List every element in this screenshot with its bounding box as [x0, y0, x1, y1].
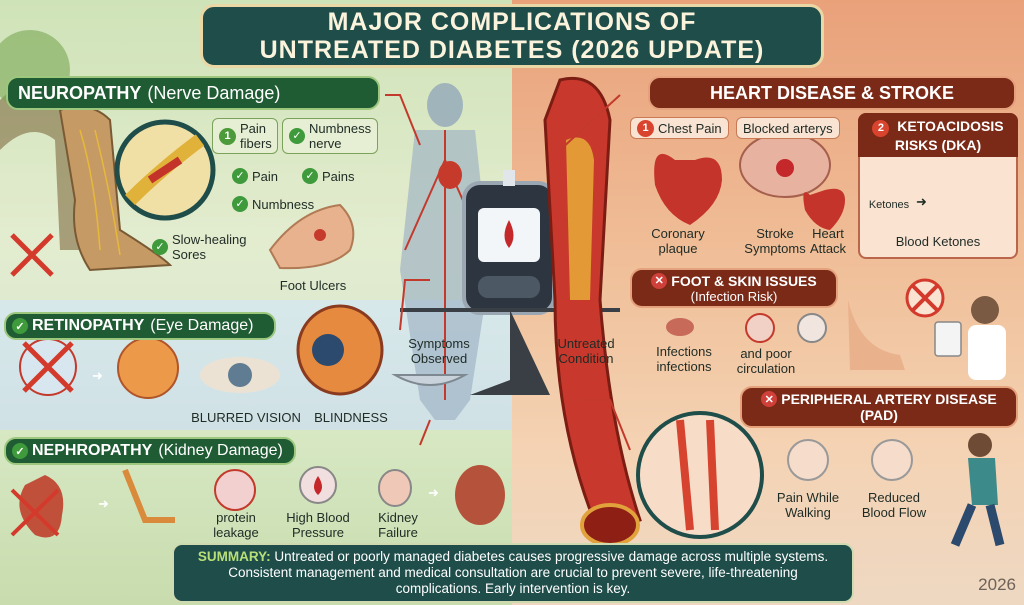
tag-label: Blocked arterys — [743, 120, 833, 136]
tag-label: Numbness nerve — [309, 121, 372, 151]
pad-title: PERIPHERAL ARTERY DISEASE — [781, 391, 997, 407]
tag-label: Chest Pain — [658, 120, 722, 136]
foot-skin-subtitle: (Infection Risk) — [690, 288, 778, 304]
heart-heading: HEART DISEASE & STROKE — [648, 76, 1016, 110]
nephropathy-subtitle: (Kidney Damage) — [158, 442, 283, 459]
arrow-icon: ➜ — [428, 485, 439, 500]
dka-title: KETOACIDOSIS RISKS (DKA) — [894, 118, 1004, 153]
nephropathy-title: NEPHROPATHY — [32, 442, 153, 459]
blurred-vision-label: BLURRED VISION — [191, 410, 301, 425]
neuropathy-title: NEUROPATHY — [18, 82, 142, 103]
check-icon: ✓ — [232, 196, 248, 212]
foot-skin-title: FOOT & SKIN ISSUES — [671, 272, 817, 289]
check-icon: ✓ — [232, 168, 248, 184]
year-label: 2026 — [978, 575, 1016, 594]
infections-label: Infections infections — [656, 344, 712, 374]
x-icon: ✕ — [651, 272, 668, 289]
arrow-icon: ➜ — [916, 194, 927, 209]
pain-walking-label: Pain While Walking — [776, 490, 840, 520]
chest-pain-tag: 1 Chest Pain — [630, 117, 729, 139]
check-label: Numbness — [252, 196, 315, 212]
blindness-label: BLINDNESS — [314, 410, 388, 425]
arrow-icon: ➜ — [98, 496, 109, 511]
tag-label: Pain fibers — [240, 121, 272, 151]
retinopathy-title: RETINOPATHY — [32, 317, 145, 334]
reduced-blood-flow-label: Reduced Blood Flow — [861, 490, 927, 520]
stroke-symptoms-label: Stroke Symptoms — [744, 226, 806, 256]
neuropathy-check-numbness: ✓Numbness — [232, 196, 314, 212]
high-blood-pressure-label: High Blood Pressure — [286, 510, 350, 540]
check-icon: ✓ — [302, 168, 318, 184]
arrow-icon: ➜ — [92, 368, 103, 383]
symptoms-observed-label: Symptoms Observed — [408, 336, 470, 366]
coronary-plaque-label: Coronary plaque — [651, 226, 705, 256]
check-icon: ✓ — [152, 239, 168, 255]
summary-lead: SUMMARY: — [197, 549, 271, 564]
foot-skin-heading: ✕ FOOT & SKIN ISSUES (Infection Risk) — [630, 268, 838, 308]
heart-title: HEART DISEASE & STROKE — [709, 82, 955, 103]
summary-text: Untreated or poorly managed diabetes cau… — [228, 549, 829, 596]
pad-heading: ✕ PERIPHERAL ARTERY DISEASE (PAD) — [740, 386, 1018, 428]
check-label: Pains — [322, 168, 355, 184]
check-icon: ✓ — [12, 318, 28, 334]
neuropathy-heading: NEUROPATHY (Nerve Damage) — [6, 76, 380, 110]
poor-circulation-label: and poor circulation — [736, 346, 796, 376]
neuropathy-check-pain: ✓Pain — [232, 168, 278, 184]
check-icon: ✓ — [289, 128, 305, 144]
title-line-1: MAJOR COMPLICATIONS OF — [327, 8, 697, 36]
pad-subtitle: (PAD) — [860, 407, 898, 423]
summary-box: SUMMARY: Untreated or poorly managed dia… — [172, 543, 854, 603]
neuropathy-subtitle: (Nerve Damage) — [147, 82, 281, 103]
neuropathy-tag-numbness-nerve: ✓ Numbness nerve — [282, 118, 378, 154]
kidney-failure-label: Kidney Failure — [378, 510, 418, 540]
dka-heading: 2 KETOACIDOSIS RISKS (DKA) — [858, 113, 1018, 157]
neuropathy-slow-healing: ✓Slow-healing Sores — [152, 232, 264, 262]
retinopathy-heading: ✓ RETINOPATHY (Eye Damage) — [4, 312, 276, 340]
title-banner: MAJOR COMPLICATIONS OF UNTREATED DIABETE… — [200, 4, 824, 68]
check-label: Slow-healing Sores — [172, 232, 247, 262]
blocked-arteries-tag: Blocked arterys — [736, 117, 840, 139]
foot-ulcers-label: Foot Ulcers — [279, 278, 347, 293]
title-line-2: UNTREATED DIABETES (2026 UPDATE) — [259, 36, 765, 64]
protein-leakage-label: protein leakage — [213, 510, 259, 540]
untreated-condition-label: Untreated Condition — [557, 336, 615, 366]
number-badge: 2 — [872, 120, 890, 137]
neuropathy-tag-pain-fibers: 1 Pain fibers — [212, 118, 278, 154]
number-badge: 1 — [219, 127, 236, 145]
number-badge: 1 — [637, 119, 654, 137]
ketones-label: Ketones — [868, 199, 910, 211]
nephropathy-heading: ✓ NEPHROPATHY (Kidney Damage) — [4, 437, 296, 465]
check-label: Pain — [252, 168, 279, 184]
blood-ketones-label: Blood Ketones — [895, 234, 981, 249]
retinopathy-subtitle: (Eye Damage) — [150, 317, 254, 334]
check-icon: ✓ — [12, 443, 28, 459]
heart-attack-label: Heart Attack — [809, 226, 847, 256]
neuropathy-check-pains: ✓Pains — [302, 168, 355, 184]
x-icon: ✕ — [761, 391, 778, 407]
